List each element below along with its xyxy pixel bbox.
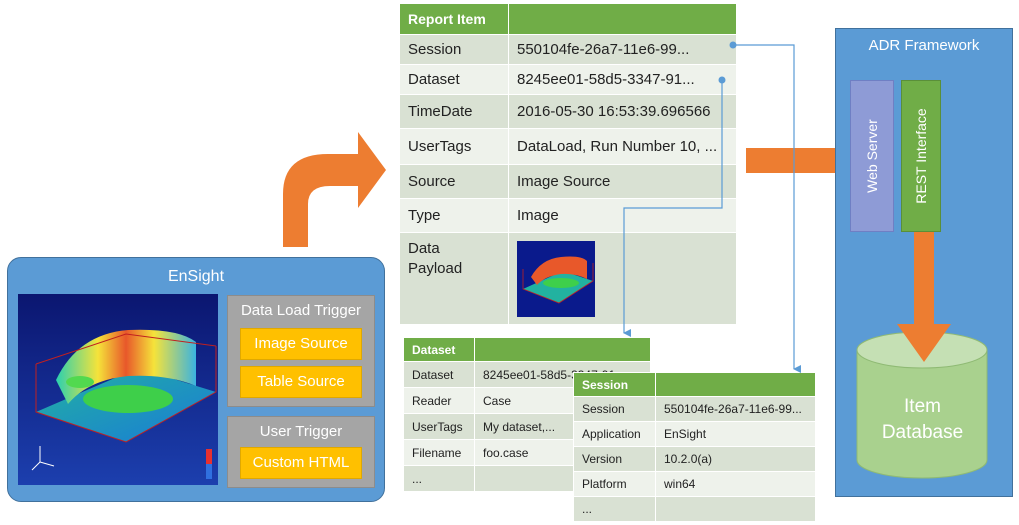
item-database-label-line2: Database (881, 422, 964, 443)
row-key: Platform (573, 471, 656, 497)
session-header-blank (655, 372, 816, 397)
item-database-label-line1: Item (904, 396, 941, 417)
arrow-to-database-icon (897, 232, 951, 362)
data-load-trigger-group: Data Load Trigger Image Source Table Sou… (227, 295, 375, 407)
table-source-button[interactable]: Table Source (240, 366, 362, 398)
table-row: Dataset 8245ee01-58d5-3347-91... (403, 361, 651, 388)
row-key: ... (573, 496, 656, 522)
row-key: Application (573, 421, 656, 447)
user-trigger-label: User Trigger (259, 423, 343, 440)
table-row: ... (573, 496, 816, 522)
row-key: Reader (403, 387, 475, 414)
session-table: Session Session 550104fe-26a7-11e6-99...… (573, 372, 816, 522)
row-value (655, 496, 816, 522)
image-source-button[interactable]: Image Source (240, 328, 362, 360)
custom-html-button[interactable]: Custom HTML (240, 447, 362, 479)
row-value: 550104fe-26a7-11e6-99... (655, 396, 816, 422)
item-database-cylinder (856, 331, 988, 479)
row-value: 550104fe-26a7-11e6-99... (508, 34, 737, 65)
table-row: TimeDate 2016-05-30 16:53:39.696566 (399, 94, 737, 129)
row-value: EnSight (655, 421, 816, 447)
row-key: UserTags (399, 128, 509, 165)
table-row: Platform win64 (573, 471, 816, 497)
row-key: Session (399, 34, 509, 65)
table-row: Session 550104fe-26a7-11e6-99... (573, 396, 816, 422)
payload-thumbnail-image (517, 241, 595, 317)
session-table-header: Session (573, 372, 656, 397)
report-item-header-blank (508, 3, 737, 35)
row-key: Type (399, 198, 509, 233)
dataset-header-blank (474, 337, 651, 362)
simulation-visualization (18, 294, 218, 485)
row-value: Image Source (508, 164, 737, 199)
dataset-table-header: Dataset (403, 337, 475, 362)
data-load-trigger-label: Data Load Trigger (240, 302, 362, 319)
table-row: UserTags DataLoad, Run Number 10, ... (399, 128, 737, 165)
row-key: UserTags (403, 413, 475, 440)
table-row: Source Image Source (399, 164, 737, 199)
curved-arrow-icon (283, 132, 386, 247)
row-value: Image (508, 198, 737, 233)
row-key: Dataset (403, 361, 475, 388)
row-key: ... (403, 465, 475, 492)
table-row: Dataset 8245ee01-58d5-3347-91... (399, 64, 737, 95)
row-value: DataLoad, Run Number 10, ... (508, 128, 737, 165)
web-server-box: Web Server (850, 80, 894, 232)
report-item-table: Report Item Session 550104fe-26a7-11e6-9… (399, 3, 737, 325)
data-payload-label: Data Payload (408, 240, 463, 277)
row-value (508, 232, 737, 325)
table-row: Version 10.2.0(a) (573, 446, 816, 472)
table-row: Data Payload (399, 232, 737, 325)
row-value: 2016-05-30 16:53:39.696566 (508, 94, 737, 129)
table-row: Type Image (399, 198, 737, 233)
row-value: 8245ee01-58d5-3347-91... (508, 64, 737, 95)
row-value: win64 (655, 471, 816, 497)
table-row: Application EnSight (573, 421, 816, 447)
ensight-title: EnSight (167, 268, 225, 285)
row-key: Filename (403, 439, 475, 466)
table-row: Session 550104fe-26a7-11e6-99... (399, 34, 737, 65)
ensight-panel: EnSight (7, 257, 385, 502)
report-item-header: Report Item (399, 3, 509, 35)
user-trigger-group: User Trigger Custom HTML (227, 416, 375, 488)
rest-interface-box: REST Interface (901, 80, 941, 232)
rest-interface-label: REST Interface (913, 108, 929, 204)
row-key: Source (399, 164, 509, 199)
row-key: TimeDate (399, 94, 509, 129)
web-server-label: Web Server (864, 119, 880, 193)
row-key: Data Payload (399, 232, 509, 325)
table-row: UserTags My dataset,... (403, 413, 651, 440)
adr-framework-title: ADR Framework (868, 37, 980, 54)
